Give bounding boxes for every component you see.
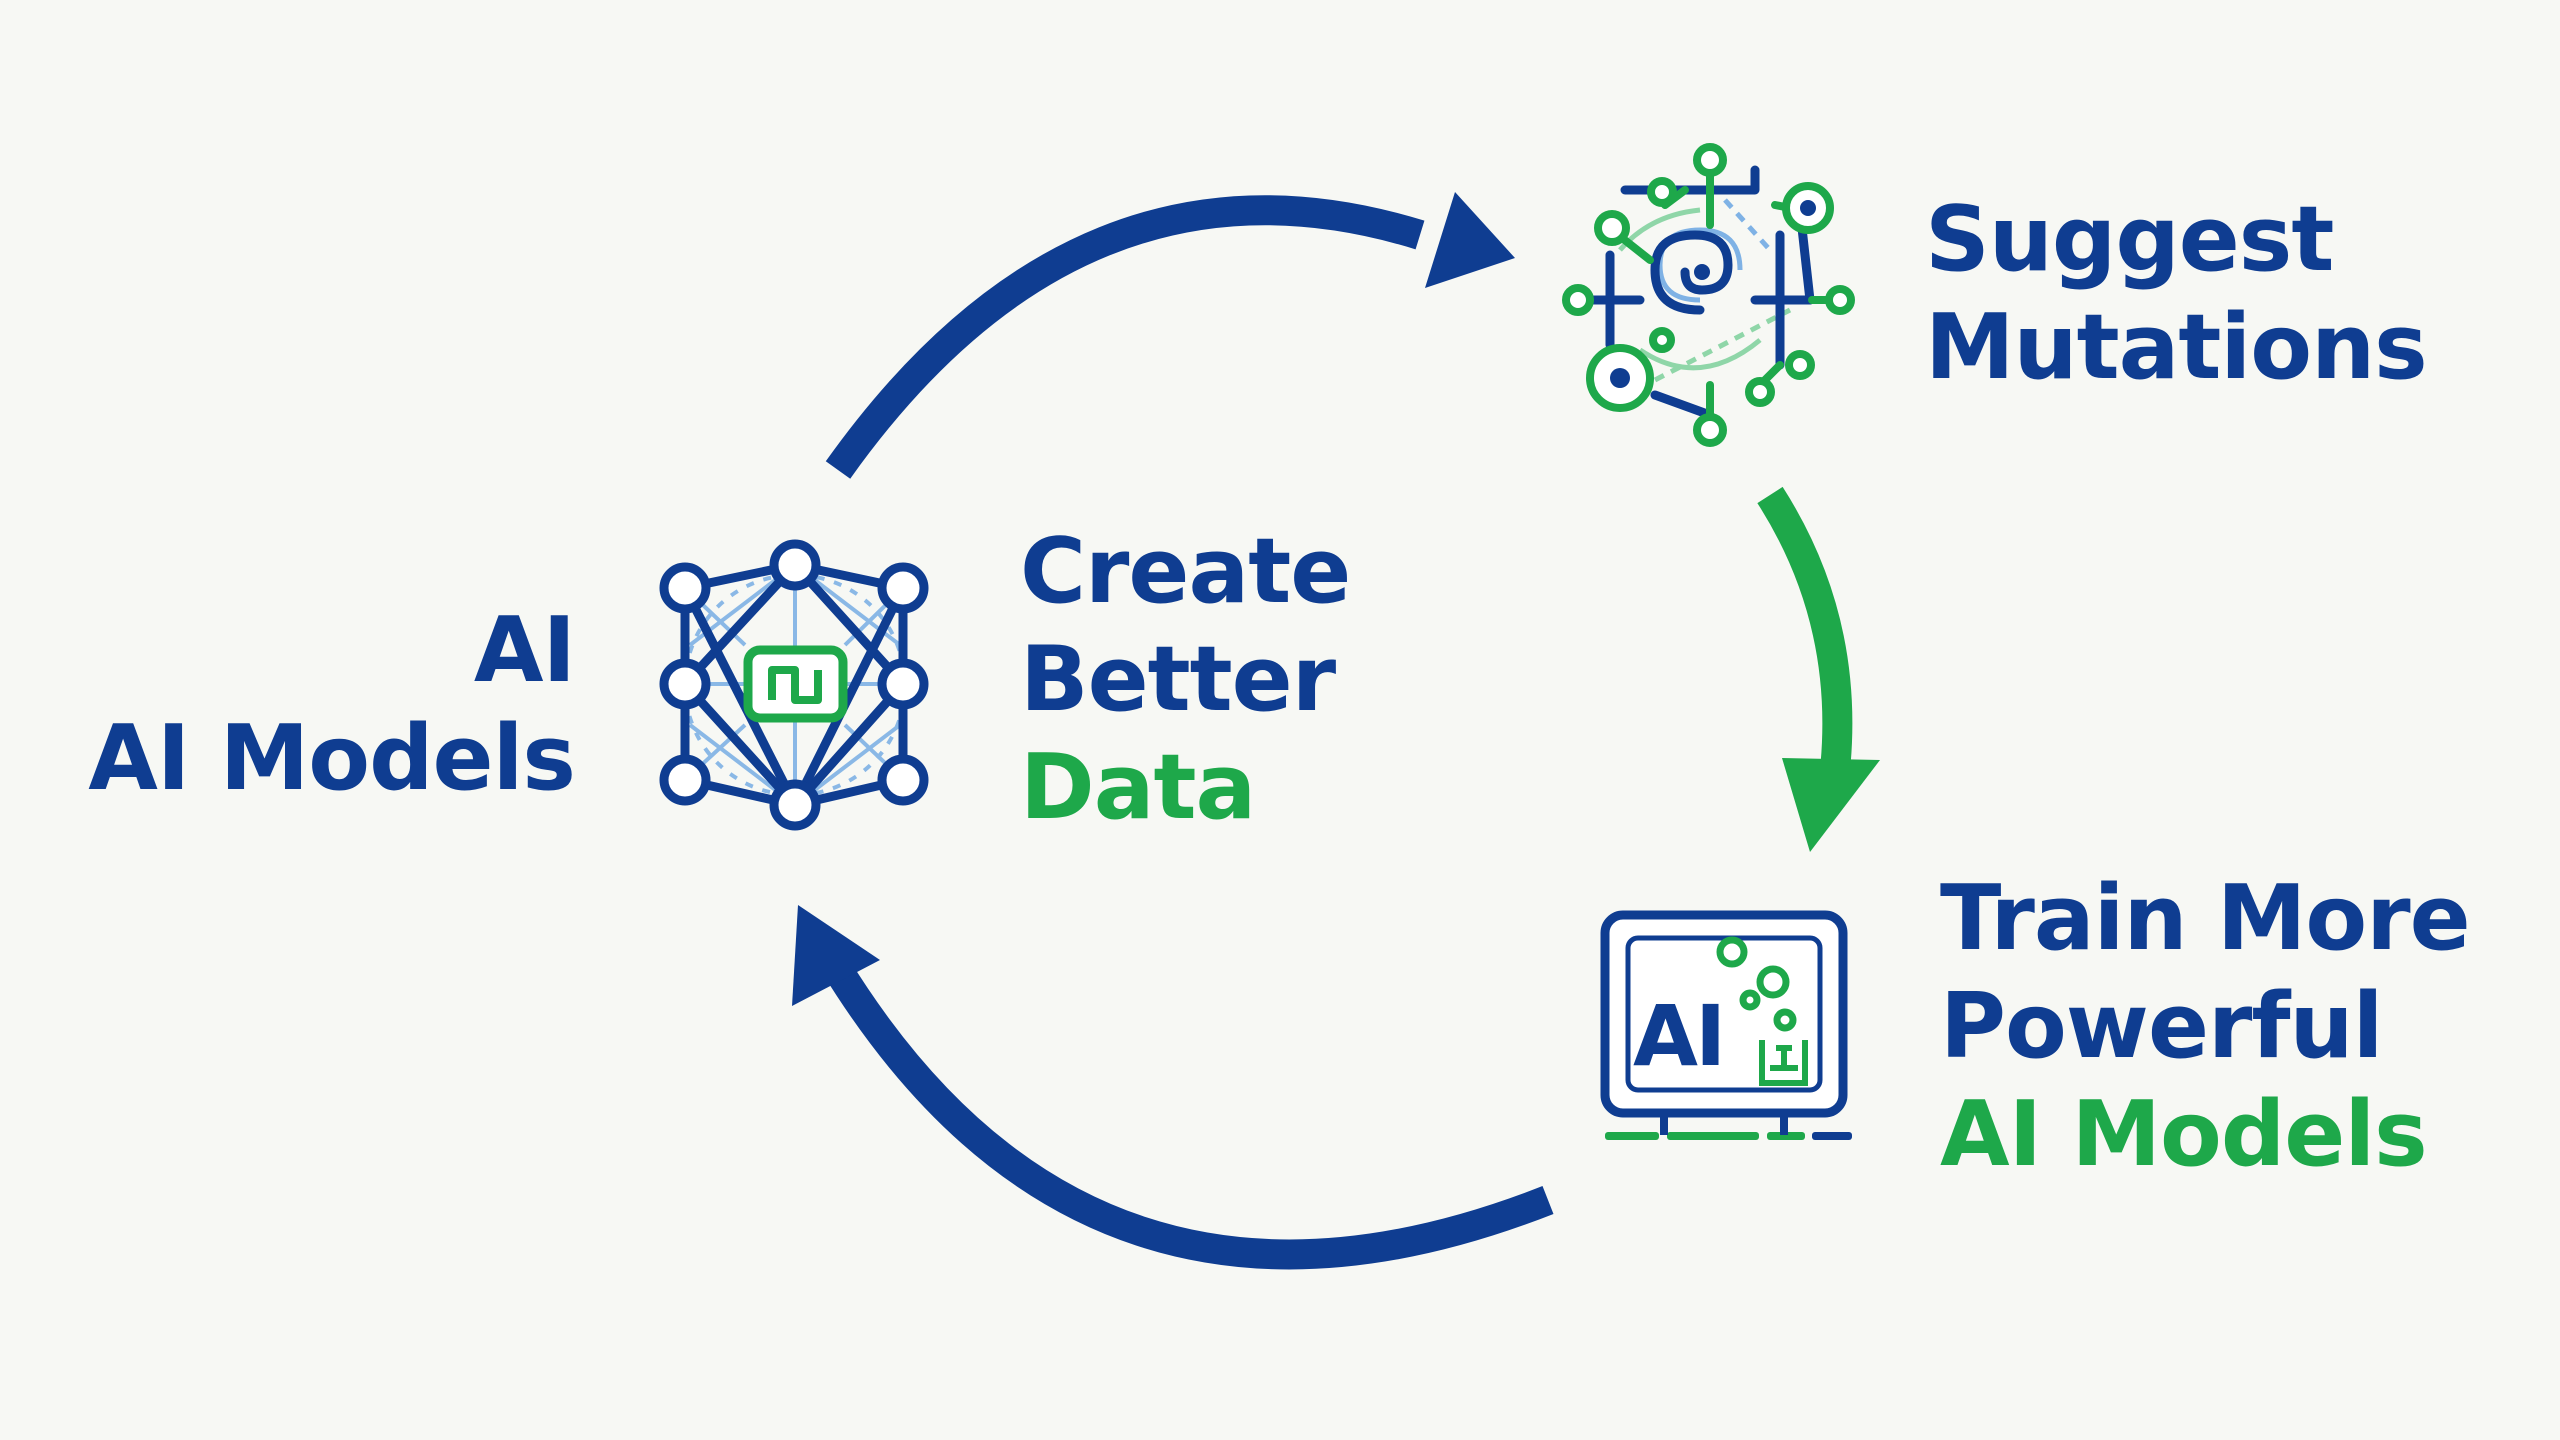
arrow-ai-to-mutations [825, 192, 1515, 479]
create-data-line2: Better [1020, 627, 1336, 732]
train-models-label: Train More Powerful AI Models [1940, 865, 2471, 1189]
molecular-circuit-icon [1562, 143, 1855, 447]
create-data-line1: Create [1020, 519, 1351, 624]
suggest-mutations-line1: Suggest [1925, 187, 2334, 292]
suggest-mutations-label: Suggest Mutations [1925, 186, 2428, 402]
ai-monitor-icon: AI [1600, 910, 1852, 1140]
neural-network-chip-icon [659, 539, 929, 831]
suggest-mutations-line2: Mutations [1925, 295, 2428, 400]
ai-models-label: AI AI Models [88, 597, 576, 813]
arrow-train-to-ai [792, 905, 1554, 1270]
ai-models-label-line1: AI [473, 598, 576, 703]
train-models-line3: AI Models [1940, 1082, 2428, 1187]
monitor-ai-text: AI [1633, 987, 1723, 1085]
ai-models-label-line2: AI Models [88, 706, 576, 811]
train-models-line1: Train More [1940, 866, 2471, 971]
train-models-line2: Powerful [1940, 974, 2383, 1079]
create-better-data-label: Create Better Data [1020, 518, 1351, 842]
arrow-mutations-to-train [1757, 486, 1880, 852]
create-data-line3: Data [1020, 735, 1256, 840]
